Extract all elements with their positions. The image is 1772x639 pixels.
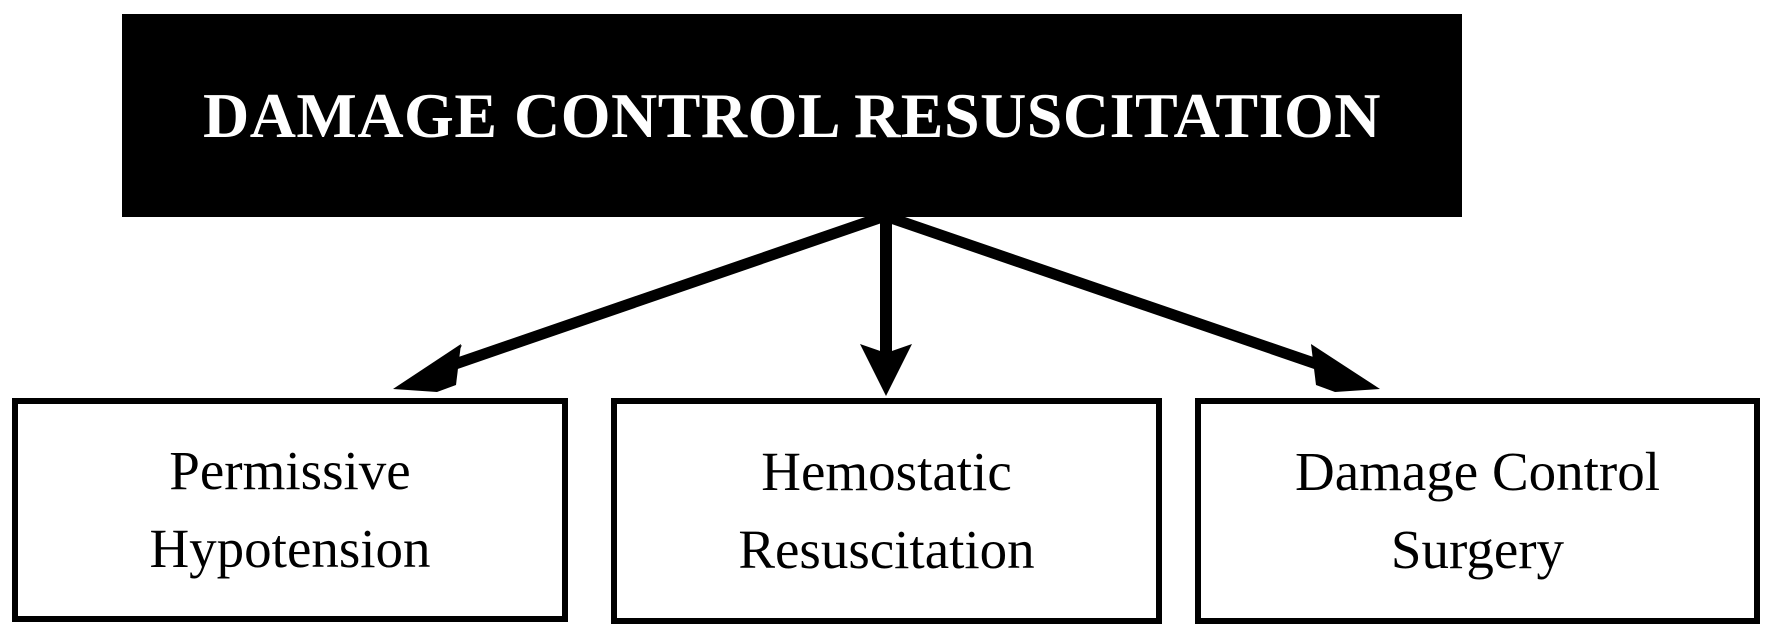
root-node-label: DAMAGE CONTROL RESUSCITATION bbox=[202, 79, 1382, 151]
leaf-node-label-line2: Resuscitation bbox=[738, 519, 1035, 580]
leaf-node-label-line1: Permissive bbox=[169, 439, 411, 501]
leaf-node-label-line2: Hypotension bbox=[149, 518, 431, 579]
leaf-node-label-line2: Surgery bbox=[1390, 519, 1565, 580]
arrow-down-left-icon bbox=[393, 210, 887, 392]
root-node-damage-control-resuscitation: DAMAGE CONTROL RESUSCITATION bbox=[122, 14, 1462, 217]
leaf-node-hemostatic-resuscitation: Hemostatic Resuscitation bbox=[611, 398, 1162, 624]
leaf-node-label-line1: Hemostatic bbox=[761, 440, 1012, 502]
leaf-node-label-line1: Damage Control bbox=[1294, 440, 1661, 502]
leaf-node-permissive-hypotension: Permissive Hypotension bbox=[12, 398, 568, 622]
arrow-down-icon bbox=[860, 216, 912, 396]
leaf-node-damage-control-surgery: Damage Control Surgery bbox=[1195, 398, 1760, 624]
arrow-down-right-icon bbox=[883, 210, 1380, 392]
